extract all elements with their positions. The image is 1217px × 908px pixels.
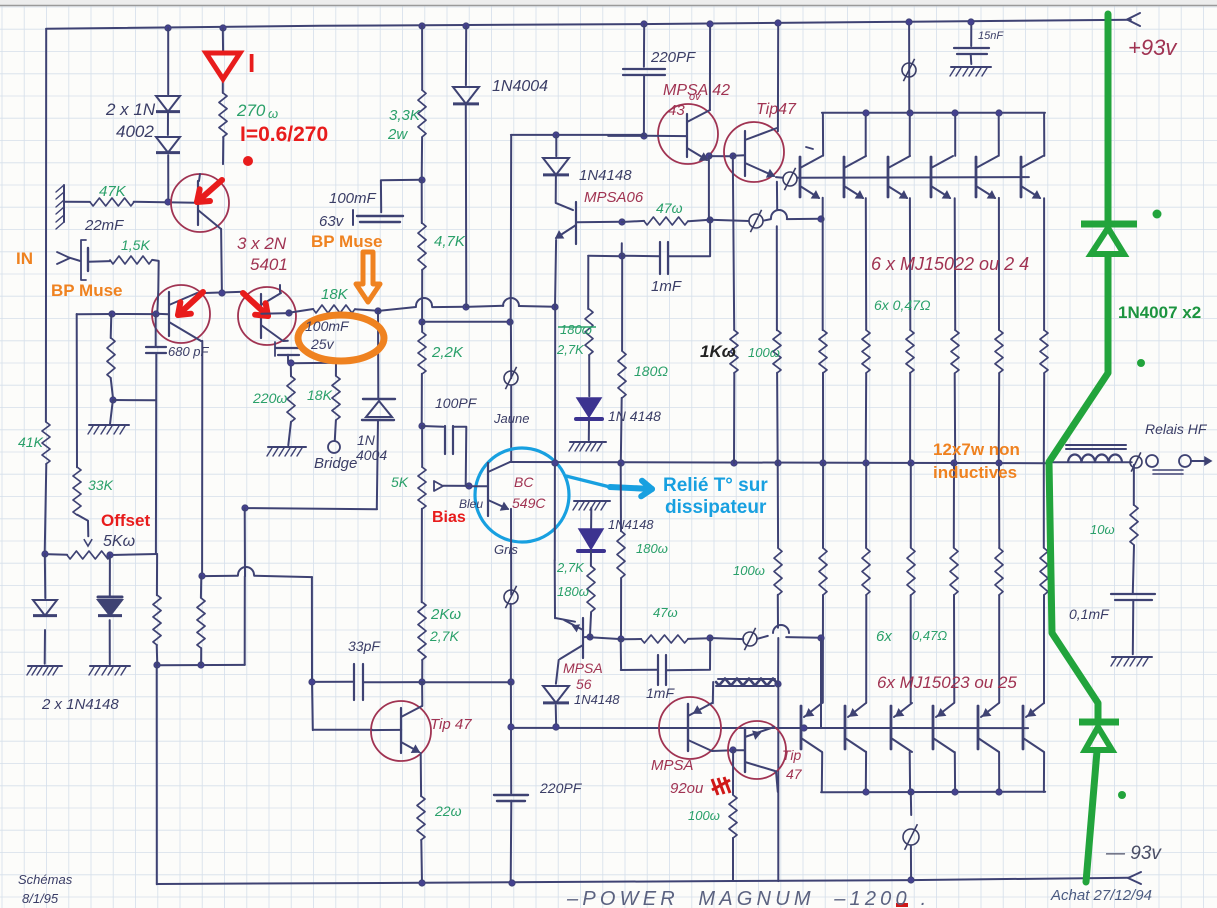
svg-text:3,3K: 3,3K	[389, 107, 421, 124]
svg-text:1N4004: 1N4004	[492, 78, 548, 95]
svg-text:100ω: 100ω	[748, 345, 780, 360]
svg-text:Tip: Tip	[782, 747, 802, 763]
svg-text:1N4148: 1N4148	[574, 692, 620, 707]
svg-text:1mF: 1mF	[646, 685, 675, 701]
svg-text:MPSA06: MPSA06	[584, 189, 644, 206]
svg-text:6x: 6x	[876, 628, 892, 645]
svg-text:— 93v: — 93v	[1105, 843, 1162, 864]
svg-text:MPSA: MPSA	[651, 757, 694, 774]
svg-text:2 x 1N: 2 x 1N	[105, 100, 156, 119]
svg-text:8/1/95: 8/1/95	[22, 891, 59, 906]
svg-text:BP Muse: BP Muse	[51, 281, 123, 300]
svg-text:18K: 18K	[321, 286, 349, 303]
svg-text:100mF: 100mF	[329, 190, 377, 207]
svg-text:680 pF: 680 pF	[168, 344, 210, 359]
svg-text:1N 4148: 1N 4148	[608, 408, 661, 424]
svg-text:2Kω: 2Kω	[430, 606, 461, 623]
svg-text:I=0.6/270: I=0.6/270	[240, 123, 328, 146]
svg-text:15nF: 15nF	[978, 30, 1004, 42]
svg-text:1N4148: 1N4148	[608, 517, 654, 532]
svg-text:ω: ω	[268, 106, 278, 121]
svg-text:Bridge: Bridge	[314, 455, 357, 472]
svg-text:1,5K: 1,5K	[121, 237, 150, 253]
svg-text:1mF: 1mF	[651, 278, 682, 295]
svg-text:I: I	[248, 48, 255, 78]
svg-text:270: 270	[236, 101, 266, 120]
svg-text:33pF: 33pF	[348, 638, 381, 654]
svg-text:180ω: 180ω	[560, 322, 592, 337]
svg-text:Gris: Gris	[494, 542, 518, 557]
svg-text:Relié T° sur: Relié T° sur	[663, 475, 768, 496]
svg-text:1N: 1N	[357, 432, 376, 448]
svg-text:2,7K: 2,7K	[556, 342, 585, 357]
svg-text:2 x 1N4148: 2 x 1N4148	[41, 696, 119, 713]
svg-text:ov: ov	[689, 91, 702, 103]
svg-text:22ω: 22ω	[434, 803, 462, 819]
svg-text:6x 0,47Ω: 6x 0,47Ω	[874, 297, 931, 313]
svg-text:Achat 27/12/94: Achat 27/12/94	[1050, 887, 1152, 904]
svg-text:BC: BC	[514, 474, 534, 490]
svg-text:1N4007 x2: 1N4007 x2	[1118, 303, 1201, 322]
svg-text:2,7K: 2,7K	[429, 628, 459, 644]
svg-text:6 x MJ15022 ou 2 4: 6 x MJ15022 ou 2 4	[871, 254, 1029, 274]
svg-text:3 x 2N: 3 x 2N	[237, 234, 287, 253]
svg-text:6x MJ15023 ou 25: 6x MJ15023 ou 25	[877, 673, 1017, 692]
svg-text:549C: 549C	[512, 495, 546, 511]
svg-text:47ω: 47ω	[656, 200, 683, 216]
svg-text:47ω: 47ω	[653, 605, 678, 620]
svg-text:2,7K: 2,7K	[556, 560, 585, 575]
svg-text:–POWER MAGNUM –1200 .: –POWER MAGNUM –1200 .	[566, 888, 930, 908]
svg-text:0,47Ω: 0,47Ω	[912, 628, 947, 643]
svg-text:180ω: 180ω	[636, 541, 668, 556]
svg-text:92ou: 92ou	[670, 780, 704, 797]
svg-text:4004: 4004	[356, 447, 387, 463]
svg-text:+93v: +93v	[1128, 35, 1178, 60]
svg-text:5Kω: 5Kω	[103, 533, 135, 550]
svg-text:Schémas: Schémas	[18, 872, 73, 887]
svg-text:BP Muse: BP Muse	[311, 232, 383, 251]
svg-text:41K: 41K	[18, 434, 44, 450]
svg-text:220PF: 220PF	[650, 49, 696, 66]
svg-text:63v: 63v	[319, 213, 345, 230]
svg-text:2w: 2w	[387, 126, 408, 143]
svg-text:47K: 47K	[99, 183, 127, 200]
svg-text:47: 47	[786, 766, 803, 782]
svg-text:100mF: 100mF	[305, 318, 350, 334]
svg-text:33K: 33K	[88, 477, 114, 493]
svg-text:2,2K: 2,2K	[431, 344, 464, 361]
svg-text:56: 56	[576, 676, 592, 692]
svg-text:100ω: 100ω	[688, 808, 720, 823]
svg-text:220ω: 220ω	[252, 390, 287, 406]
svg-text:Bleu: Bleu	[459, 497, 483, 511]
svg-text:22mF: 22mF	[84, 217, 124, 234]
svg-text:Relais HF: Relais HF	[1145, 421, 1208, 437]
svg-text:180ω: 180ω	[557, 584, 589, 599]
svg-text:Tip47: Tip47	[756, 101, 797, 118]
svg-text:100PF: 100PF	[435, 395, 478, 411]
svg-text:10ω: 10ω	[1090, 522, 1115, 537]
svg-text:dissipateur: dissipateur	[665, 497, 767, 518]
svg-text:Offset: Offset	[101, 511, 150, 530]
svg-text:43: 43	[668, 102, 685, 119]
svg-text:5401: 5401	[250, 255, 288, 274]
svg-text:Bias: Bias	[432, 509, 466, 526]
svg-text:25v: 25v	[310, 336, 335, 352]
svg-text:5K: 5K	[391, 474, 409, 490]
svg-text:Jaune: Jaune	[493, 411, 529, 426]
svg-text:180Ω: 180Ω	[634, 363, 668, 379]
svg-text:100ω: 100ω	[733, 563, 765, 578]
svg-text:220PF: 220PF	[539, 780, 583, 796]
svg-text:0,1mF: 0,1mF	[1069, 606, 1110, 622]
svg-text:Tip 47: Tip 47	[430, 716, 472, 733]
svg-text:18K: 18K	[307, 387, 333, 403]
svg-text:IN: IN	[16, 249, 33, 268]
svg-text:1N4148: 1N4148	[579, 167, 632, 184]
svg-text:4,7K: 4,7K	[434, 233, 466, 250]
svg-text:MPSA 42: MPSA 42	[663, 82, 730, 99]
svg-text:4002: 4002	[116, 122, 154, 141]
svg-text:12x7w non: 12x7w non	[933, 440, 1020, 459]
svg-text:1Kω: 1Kω	[700, 342, 736, 361]
svg-text:MPSA: MPSA	[563, 660, 603, 676]
svg-text:inductives: inductives	[933, 463, 1017, 482]
